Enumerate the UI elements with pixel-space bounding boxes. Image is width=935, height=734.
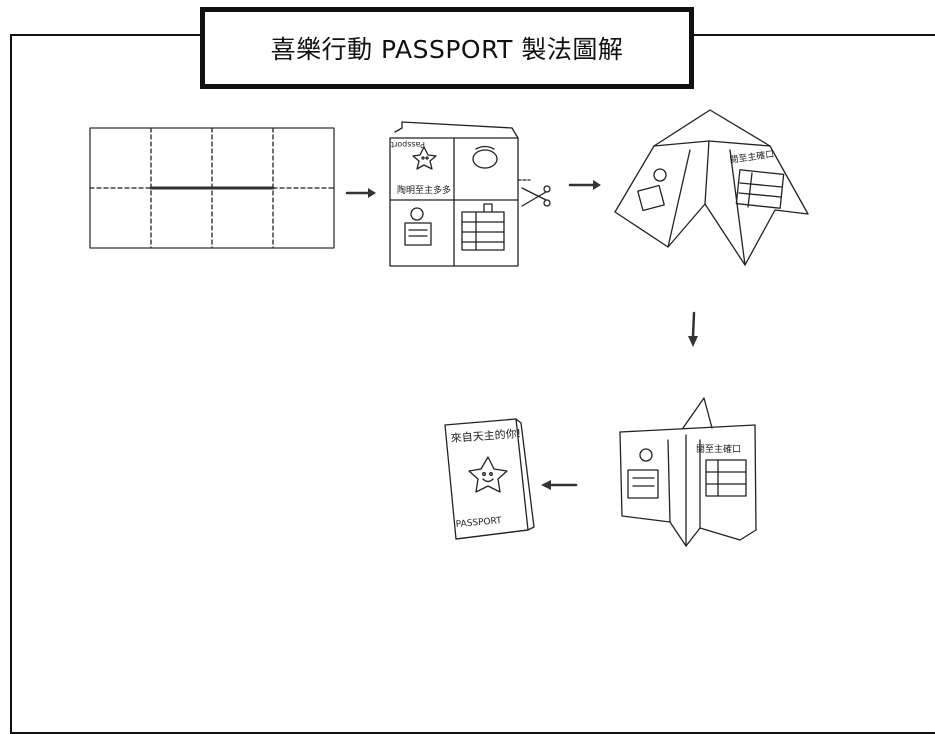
step2-folded-sheet — [389, 121, 531, 267]
title-box: 喜樂行動 PASSPORT 製法圖解 — [200, 7, 694, 89]
scissors-icon — [521, 185, 551, 207]
page-title: 喜樂行動 PASSPORT 製法圖解 — [270, 35, 624, 64]
arrow-step2-to-step3 — [568, 180, 601, 190]
step3-right-label: 閱至主確口 — [729, 148, 775, 166]
arrow-step1-to-step2 — [345, 188, 376, 198]
step4-right-label: 閱至主確口 — [696, 443, 741, 455]
step3-star-fold — [614, 109, 809, 266]
arrow-step4-to-step5 — [541, 480, 578, 490]
step5-cover-top: 來自天主的你! — [450, 426, 521, 445]
step5-cover-bottom: PASSPORT — [455, 516, 502, 530]
diagram-canvas: Passport 陶明至主多多 閱至主確口 閱至主確口 來自天主的你! PASS… — [89, 109, 809, 547]
step5-passport-booklet — [444, 418, 535, 540]
step2-top-left-label: Passport — [391, 140, 425, 149]
step1-flat-sheet — [89, 127, 335, 249]
arrow-step3-to-step4 — [688, 311, 698, 347]
step2-bottom-caption: 陶明至主多多 — [397, 184, 451, 196]
step4-folding — [619, 397, 757, 547]
